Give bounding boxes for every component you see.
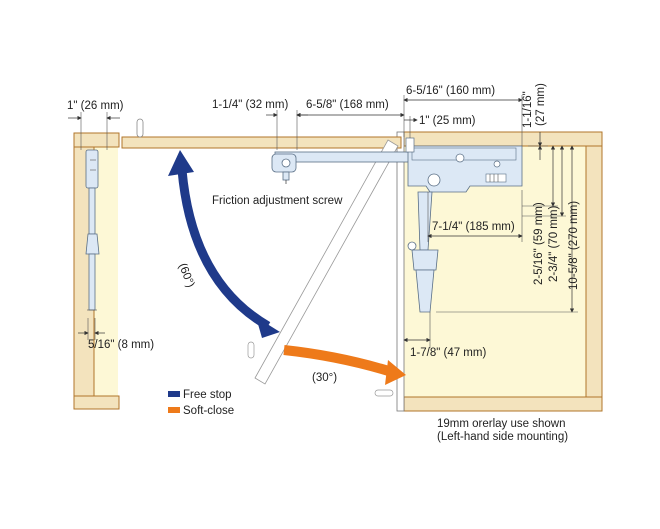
note-line-1: 19mm orerlay use shown	[437, 418, 565, 430]
dim-top-height-mm: (27 mm)	[535, 83, 547, 126]
dim-top-height: 1-1/16"	[522, 91, 534, 128]
angle-free-stop: (60°)	[176, 262, 197, 290]
note-line-2: (Left-hand side mounting)	[437, 431, 568, 443]
friction-screw-label: Friction adjustment screw	[212, 195, 343, 207]
dim-height-270: 10-5/8" (270 mm)	[568, 201, 580, 290]
cabinet-bottom-panel	[403, 396, 603, 412]
door-closed	[396, 131, 405, 412]
lid-intermediate	[254, 139, 399, 385]
soft-close-arrow	[283, 345, 394, 377]
door-arm	[407, 191, 439, 313]
side-view-bottom-panel	[73, 395, 120, 410]
legend: Free stop Soft-close	[168, 389, 234, 417]
dim-arm-offset: 1-7/8" (47 mm)	[410, 347, 486, 359]
lid-bumper-pin	[136, 118, 144, 138]
angle-soft-close: (30°)	[312, 372, 337, 384]
cabinet-right-panel	[585, 131, 603, 412]
side-view-top-panel	[73, 132, 120, 148]
side-view: 1" (26 mm) 5/16" (8 mm)	[67, 100, 154, 410]
side-view-interior	[94, 147, 118, 396]
legend-swatch-free-stop	[168, 391, 180, 397]
lift-arm	[271, 151, 416, 184]
dim-height-70: 2-3/4" (70 mm)	[548, 206, 560, 282]
free-stop-arrowhead-top	[168, 150, 194, 176]
cabinet-top-panel	[403, 131, 603, 147]
side-mechanism	[85, 149, 100, 311]
free-stop-arrow	[177, 169, 271, 330]
legend-label-free-stop: Free stop	[183, 389, 232, 401]
dim-height-59: 2-5/16" (59 mm)	[533, 202, 545, 285]
legend-swatch-soft-close	[168, 407, 180, 413]
free-stop-arrowhead-bottom	[256, 317, 280, 338]
dim-mount-offset: 1" (25 mm)	[419, 115, 476, 127]
soft-close-arrowhead	[385, 360, 406, 385]
dim-side-width: 1" (26 mm)	[67, 100, 124, 112]
dim-screw-offset: 1-1/4" (32 mm)	[212, 99, 288, 111]
dim-side-offset: 5/16" (8 mm)	[88, 339, 154, 351]
mechanism-housing	[405, 137, 523, 193]
legend-label-soft-close: Soft-close	[183, 405, 234, 417]
lid-open	[121, 136, 402, 149]
mounting-note: 19mm orerlay use shown (Left-hand side m…	[437, 418, 568, 443]
dim-screw-to-mount: 6-5/8" (168 mm)	[306, 99, 389, 111]
dim-mount-length: 6-5/16" (160 mm)	[406, 85, 495, 97]
dim-arm-length: 7-1/4" (185 mm)	[432, 221, 515, 233]
main-view: (60°) (30°) 1-1/4" (32 mm) 6-5/8" (168 m…	[121, 83, 603, 412]
